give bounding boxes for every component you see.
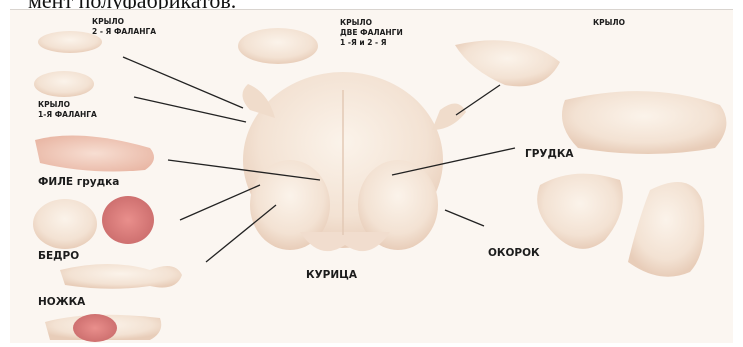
fillet-breast-image	[35, 136, 154, 172]
label-chicken: КУРИЦА	[306, 269, 357, 281]
label-breast: ГРУДКА	[525, 148, 574, 160]
drumstick-image	[60, 264, 182, 289]
label-wing-phalanx1: КРЫЛО 1-Я ФАЛАНГА	[38, 100, 97, 120]
label-fillet-breast: ФИЛЕ грудка	[38, 176, 119, 188]
breast-image	[562, 91, 726, 154]
whole-chicken-image	[242, 72, 466, 251]
thigh-skin-image	[33, 199, 97, 249]
label-drumstick: НОЖКА	[38, 296, 85, 308]
leg-quarter-image	[537, 174, 704, 277]
wing-phalanx1-image	[34, 71, 94, 97]
thigh-raw-image	[102, 196, 154, 244]
wing-two-phalanges-image	[238, 28, 318, 64]
wing-image	[455, 40, 560, 86]
label-leg-quarter: ОКОРОК	[488, 247, 540, 259]
label-wing-two-phalanges: КРЫЛО ДВЕ ФАЛАНГИ 1 -Я и 2 - Я	[340, 18, 403, 48]
label-wing: КРЫЛО	[593, 18, 625, 28]
drumstick-cut-image	[45, 314, 161, 342]
label-wing-phalanx2: КРЫЛО 2 - Я ФАЛАНГА	[92, 17, 156, 37]
label-thigh: БЕДРО	[38, 250, 79, 262]
